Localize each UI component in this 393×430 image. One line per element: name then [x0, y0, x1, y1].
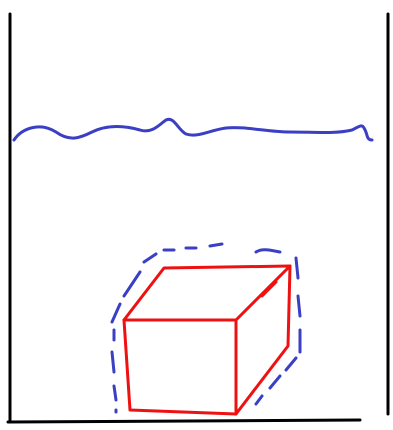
dashed-outline-top-right: [256, 250, 280, 252]
dashed-outline-bottom-right2: [256, 396, 262, 404]
dashed-outline-diag: [124, 272, 140, 296]
water-surface-line: [14, 119, 372, 140]
cube-front-face: [124, 320, 236, 414]
cube-edge-accent: [262, 282, 276, 296]
dashed-outline-diag2: [144, 254, 156, 262]
tank: [8, 14, 388, 422]
dashed-outline: [112, 244, 300, 412]
dashed-outline-right-low: [286, 358, 296, 370]
dashed-outline-bottom-right1: [270, 376, 280, 388]
cube-right-face: [236, 266, 290, 414]
dashed-outline-top-left: [112, 304, 120, 322]
tank-bottom: [8, 420, 360, 422]
dashed-outline-left-mid: [112, 352, 114, 372]
cube: [124, 266, 290, 414]
dashed-outline-right1: [296, 258, 298, 278]
dashed-outline-right2: [298, 296, 300, 316]
dashed-outline-top3: [210, 244, 222, 246]
dashed-outline-left-low: [114, 386, 116, 400]
